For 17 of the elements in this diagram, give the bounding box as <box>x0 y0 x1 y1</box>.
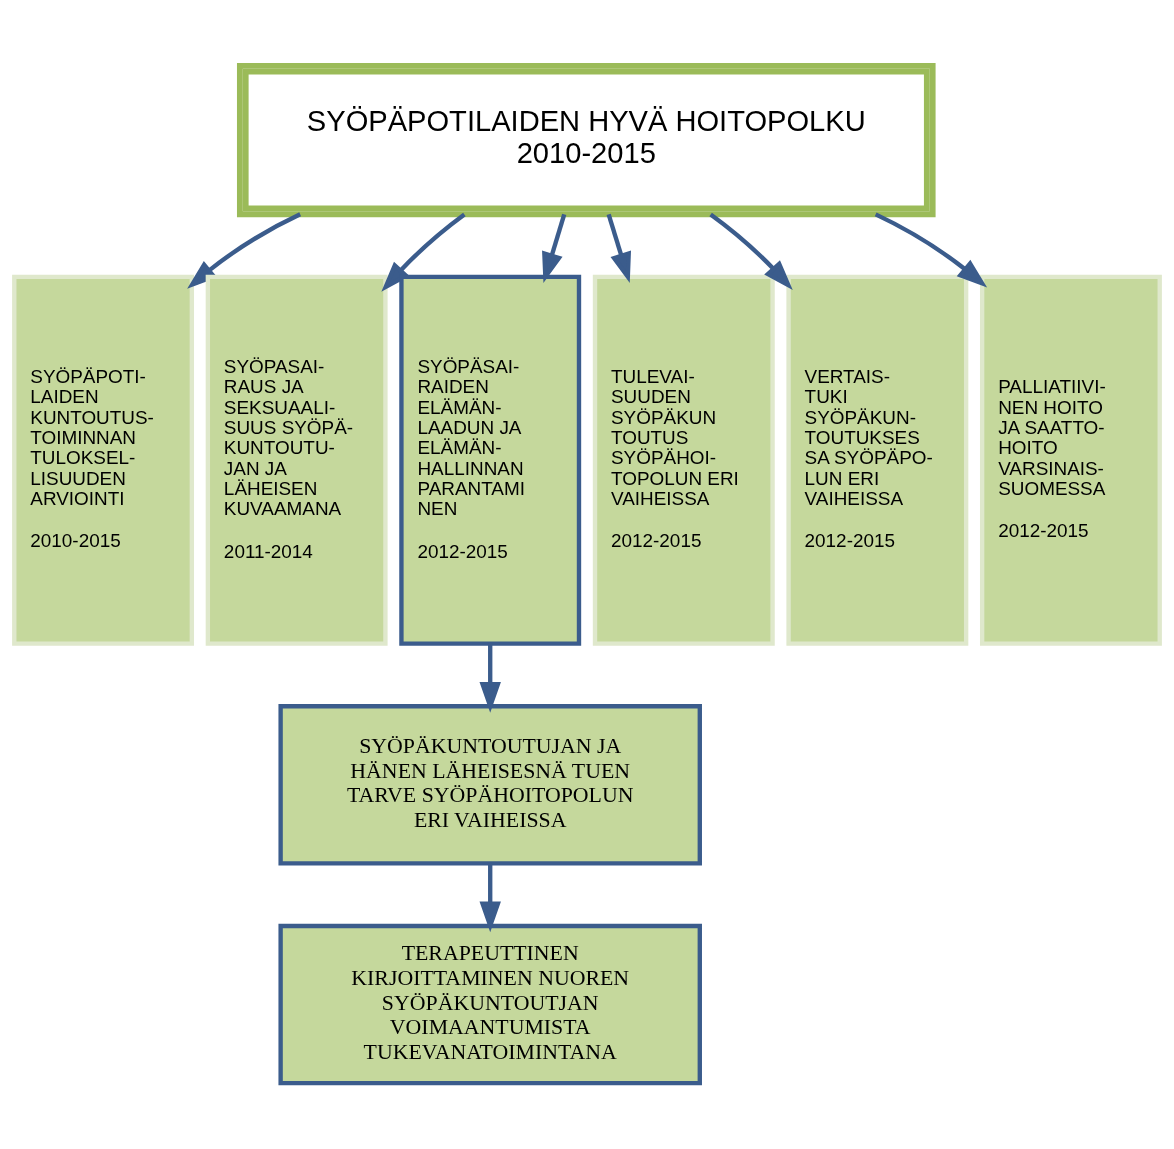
node-box: SYÖPÄKUNTOUTUJAN JA HÄNEN LÄHEISESNÄ TUEN TARVE SYÖPÄHOITOPOLUN ERI VAIHEISSA <box>278 704 702 866</box>
arrow <box>709 212 793 290</box>
node-box: VERTAIS- TUKI SYÖPÄKUN- TOUTUKSES SA SYÖPÄPO- LUN ERI VAIHEISSA 2012-2015 <box>786 274 969 646</box>
arrow <box>874 212 988 288</box>
node-box: SYÖPÄPOTI- LAIDEN KUNTOUTUS- TOIMINNAN TULOKSEL- LISUUDEN ARVIOINTI 2010-2015 <box>12 274 195 646</box>
node-box: SYÖPASAI- RAUS JA SEKSUAALI- SUUS SYÖPÄ- KUNTOUTU- JAN JA LÄHEISEN KUVAAMANA 2011-2014 <box>205 274 388 646</box>
node-box: SYÖPÄPOTILAIDEN HYVÄ HOITOPOLKU 2010-2015 <box>236 62 936 218</box>
node-box: PALLIATIIVI- NEN HOITO JA SAATTO- HOITO VARSINAIS- SUOMESSA 2012-2015 <box>979 274 1162 646</box>
arrow <box>479 643 501 713</box>
node-box: TERAPEUTTINEN KIRJOITTAMINEN NUOREN SYÖPÄKUNTOUTJAN VOIMAANTUMISTA TUKEVANATOIMINTANA <box>278 923 702 1086</box>
node-box: SYÖPÄSAI- RAIDEN ELÄMÄN- LAADUN JA ELÄMÄN- HALLINNAN PARANTAMI NEN 2012-2015 <box>399 274 582 646</box>
arrow <box>381 212 466 292</box>
node-box: TULEVAI- SUUDEN SYÖPÄKUN TOUTUS SYÖPÄHOI- TOPOLUN ERI VAIHEISSA 2012-2015 <box>592 274 775 646</box>
arrow <box>606 213 631 284</box>
arrow <box>187 212 302 289</box>
arrow <box>542 213 567 284</box>
arrow <box>479 863 501 933</box>
